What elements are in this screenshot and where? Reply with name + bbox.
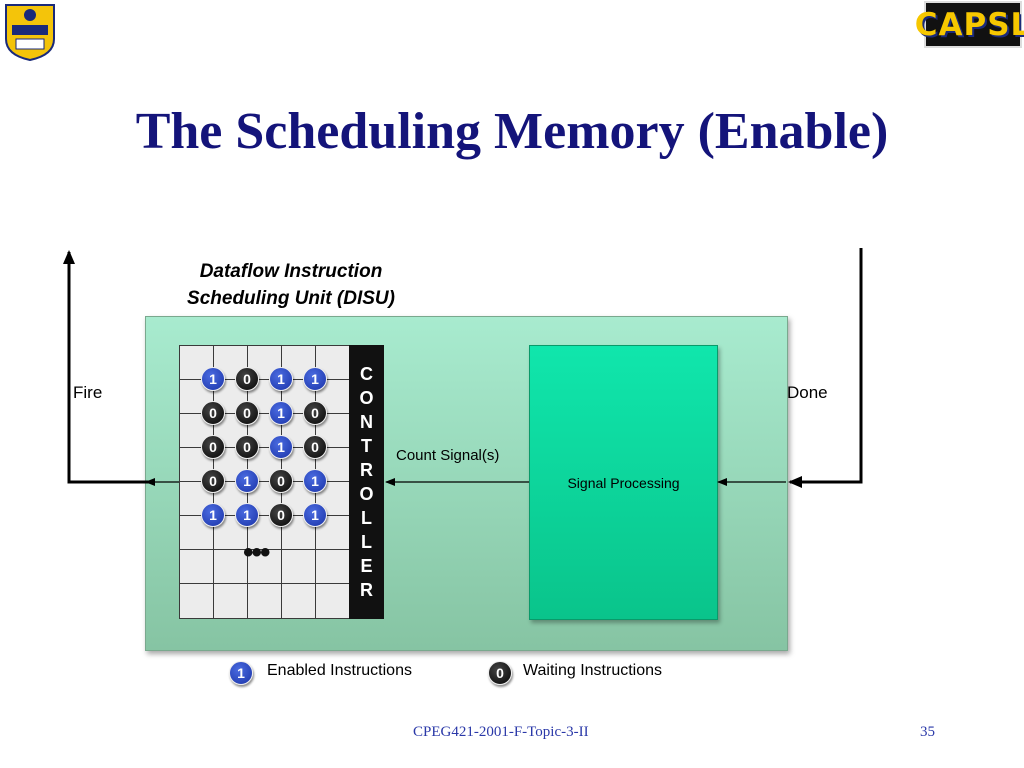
waiting-instruction-bit: 0	[235, 401, 259, 425]
controller-letter: O	[359, 388, 374, 408]
legend-enabled-dot: 1	[229, 661, 253, 685]
controller-letter: O	[359, 484, 374, 504]
done-arrow	[717, 248, 863, 488]
legend-enabled-label: Enabled Instructions	[267, 662, 412, 679]
fire-arrow	[63, 250, 179, 486]
waiting-instruction-bit: 0	[303, 401, 327, 425]
enabled-instruction-bit: 1	[201, 367, 225, 391]
controller-letter: T	[361, 436, 372, 456]
controller-letter: L	[361, 508, 372, 528]
enabled-instruction-bit: 1	[235, 469, 259, 493]
legend-waiting-label: Waiting Instructions	[523, 662, 663, 679]
waiting-instruction-bit: 0	[235, 435, 259, 459]
done-label: Done	[787, 383, 828, 402]
enabled-instruction-bit: 1	[201, 503, 225, 527]
university-of-delaware-logo	[4, 3, 56, 62]
capsl-logo: CAPSL	[915, 1, 1024, 48]
controller-letter: N	[360, 412, 373, 432]
controller-letter: R	[360, 580, 373, 600]
footer-course-code: CPEG421-2001-F-Topic-3-II	[413, 724, 589, 740]
legend-enabled: 1 Enabled Instructions	[229, 660, 439, 686]
enabled-instruction-bit: 1	[303, 503, 327, 527]
waiting-instruction-bit: 0	[303, 435, 327, 459]
waiting-instruction-bit: 0	[201, 469, 225, 493]
waiting-instruction-bit: 0	[201, 435, 225, 459]
enabled-instruction-bit: 1	[303, 367, 327, 391]
more-rows-ellipsis: •••	[243, 536, 270, 569]
fire-label: Fire	[73, 383, 103, 402]
count-signal-label: Count Signal(s)	[396, 447, 500, 464]
controller-letter: E	[360, 556, 373, 576]
disu-label-line1: Dataflow Instruction	[199, 261, 383, 282]
legend-waiting: 0 Waiting Instructions	[488, 660, 698, 686]
enabled-instruction-bit: 1	[235, 503, 259, 527]
waiting-instruction-bit: 0	[235, 367, 259, 391]
enabled-instruction-bit: 1	[269, 367, 293, 391]
disu-label: Dataflow Instruction Scheduling Unit (DI…	[150, 258, 432, 312]
signal-processing-block: Signal Processing	[529, 345, 718, 620]
enabled-instruction-bit: 1	[269, 435, 293, 459]
enabled-instruction-bit: 1	[303, 469, 327, 493]
enabled-instruction-bit: 1	[269, 401, 293, 425]
disu-label-line2: Scheduling Unit (DISU)	[187, 288, 395, 309]
page-number: 35	[920, 724, 935, 740]
controller-letter: L	[361, 532, 372, 552]
controller-letter: R	[360, 460, 373, 480]
waiting-instruction-bit: 0	[269, 469, 293, 493]
controller-letter: C	[360, 364, 373, 384]
slide-title: The Scheduling Memory (Enable)	[135, 103, 889, 160]
waiting-instruction-bit: 0	[269, 503, 293, 527]
waiting-instruction-bit: 0	[201, 401, 225, 425]
signal-processing-label: Signal Processing	[567, 474, 680, 491]
legend-waiting-dot: 0	[488, 661, 512, 685]
